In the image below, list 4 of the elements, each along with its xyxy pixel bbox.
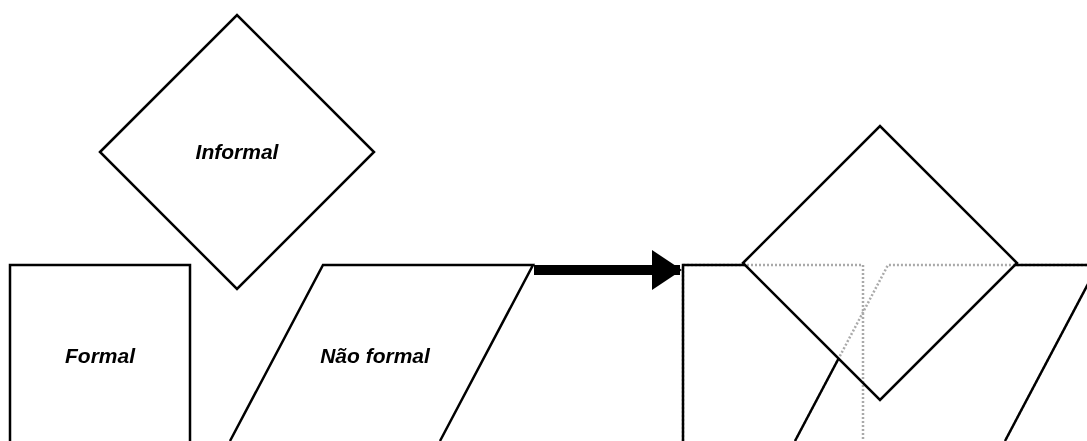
arrow: [534, 250, 682, 290]
shape-label: Informal: [195, 140, 279, 164]
shape-label: Não formal: [320, 344, 430, 368]
shape-label: Formal: [65, 344, 135, 368]
